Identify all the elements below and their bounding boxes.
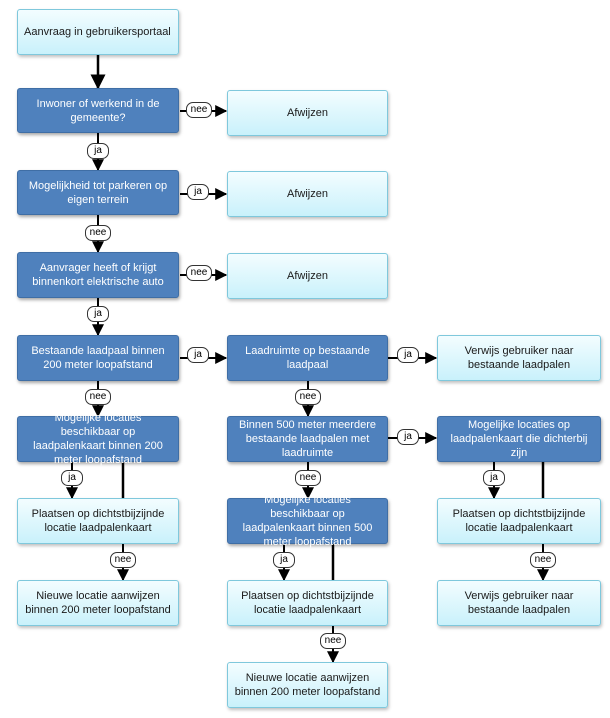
node-n20: Nieuwe locatie aanwijzen binnen 200 mete… xyxy=(227,662,388,708)
edge-label-e13_18: ja xyxy=(483,470,505,486)
node-n16: Plaatsen op dichtstbijzijnde locatie laa… xyxy=(227,580,388,626)
node-n6: Aanvrager heeft of krijgt binnenkort ele… xyxy=(17,252,179,298)
node-n7: Afwijzen xyxy=(227,253,388,299)
edge-label-e16_20: nee xyxy=(320,633,346,649)
edge-label-e4_6: nee xyxy=(85,225,111,241)
edge-label-e12_15: nee xyxy=(295,470,321,486)
node-n3: Afwijzen xyxy=(227,90,388,136)
node-n1: Aanvraag in gebruikersportaal xyxy=(17,9,179,55)
edge-label-e4_5: ja xyxy=(187,184,209,200)
node-n14: Plaatsen op dichtstbijzijnde locatie laa… xyxy=(17,498,179,544)
node-n13: Mogelijke locaties op laadpalenkaart die… xyxy=(437,416,601,462)
node-n18: Plaatsen op dichtstbijzijnde locatie laa… xyxy=(437,498,601,544)
edge-label-e18_19: nee xyxy=(530,552,556,568)
node-n2: Inwoner of werkend in de gemeente? xyxy=(17,88,179,133)
node-n12: Binnen 500 meter meerdere bestaande laad… xyxy=(227,416,388,462)
node-n5: Afwijzen xyxy=(227,171,388,217)
node-n19: Verwijs gebruiker naar bestaande laadpal… xyxy=(437,580,601,626)
edge-label-e2_3: nee xyxy=(186,102,212,118)
edge-label-e11_14: ja xyxy=(61,470,83,486)
node-n15: Mogelijke locaties beschikbaar op laadpa… xyxy=(227,494,388,548)
node-n9: Laadruimte op bestaande laadpaal xyxy=(227,335,388,381)
edge-label-e8_9: ja xyxy=(187,347,209,363)
edge-label-e9_10: ja xyxy=(397,347,419,363)
node-n17: Nieuwe locatie aanwijzen binnen 200 mete… xyxy=(17,580,179,626)
node-n8: Bestaande laadpaal binnen 200 meter loop… xyxy=(17,335,179,381)
edge-label-e15_16: ja xyxy=(273,552,295,568)
edge-label-e6_7: nee xyxy=(186,265,212,281)
edge-label-e14_17: nee xyxy=(110,552,136,568)
node-n11: Mogelijke locaties beschikbaar op laadpa… xyxy=(17,412,179,466)
edge-label-e2_4: ja xyxy=(87,143,109,159)
node-n10: Verwijs gebruiker naar bestaande laadpal… xyxy=(437,335,601,381)
edge-label-e9_12: nee xyxy=(295,389,321,405)
edge-label-e6_8: ja xyxy=(87,306,109,322)
edge-label-e8_11: nee xyxy=(85,389,111,405)
node-n4: Mogelijkheid tot parkeren op eigen terre… xyxy=(17,170,179,215)
edge-label-e12_13: ja xyxy=(397,429,419,445)
